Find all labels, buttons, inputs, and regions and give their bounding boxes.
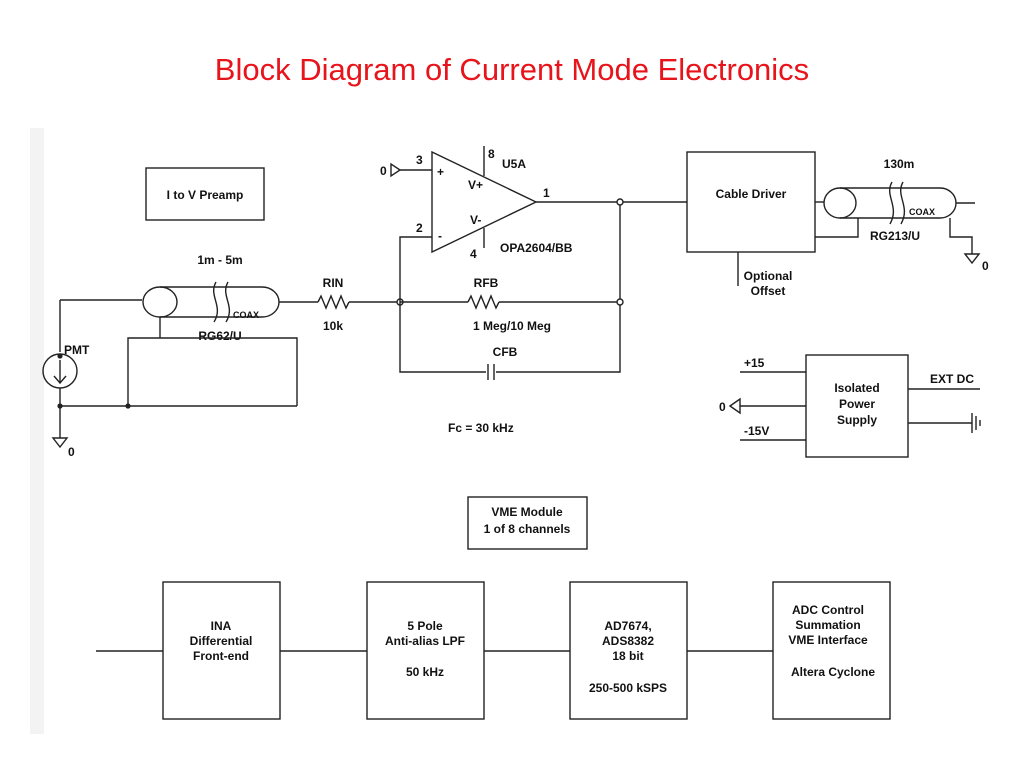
pmt-label: PMT	[64, 343, 90, 357]
coax-in-label: COAX	[233, 310, 259, 320]
power-supply-box	[805, 354, 909, 458]
rin-resistor	[317, 294, 350, 310]
adc-line5: 250-500 kSPS	[589, 681, 667, 695]
coax-in-break-2	[225, 281, 231, 323]
output-node-top	[616, 198, 624, 206]
opamp-pin1: 1	[543, 186, 550, 200]
opamp-pin4: 4	[470, 247, 477, 261]
ground-power-icon	[728, 397, 741, 415]
coax-in-break-1	[213, 281, 219, 323]
anti-alias-lpf-box	[366, 581, 485, 720]
pmt-node-top	[57, 353, 63, 359]
opamp-pin8: 8	[488, 147, 495, 161]
coax-out-break-2	[900, 181, 906, 225]
power-supply-line1: Isolated	[834, 381, 879, 395]
coax-in-right-end	[261, 286, 280, 318]
power-supply-line2: Power	[839, 397, 875, 411]
input-cable-length: 1m - 5m	[197, 253, 242, 267]
preamp-label: I to V Preamp	[167, 188, 244, 202]
vme-module-line1: VME Module	[491, 505, 563, 519]
lpf-line2: Anti-alias LPF	[385, 634, 465, 648]
opamp-minus: -	[438, 229, 442, 243]
opamp-part: OPA2604/BB	[500, 241, 573, 255]
fpga-line3: VME Interface	[788, 633, 868, 647]
page-title: Block Diagram of Current Mode Electronic…	[214, 52, 810, 87]
optional-offset-line2: Offset	[751, 284, 786, 298]
cfb-right-wire	[496, 202, 621, 373]
coax-out-left-end	[823, 187, 857, 219]
ina-frontend-box	[162, 581, 281, 720]
cable-driver-box	[686, 151, 816, 253]
minus15-label: -15V	[744, 424, 769, 438]
ina-line2: Differential	[190, 634, 253, 648]
cfb-left-wire	[399, 302, 486, 373]
preamp-label-box	[145, 167, 265, 221]
power-supply-line3: Supply	[837, 413, 877, 427]
rfb-resistor	[467, 294, 500, 310]
ground-right-label: 0	[982, 259, 989, 273]
opamp-triangle	[431, 150, 538, 254]
coax-out-break-1	[889, 181, 895, 225]
ground-opamp-icon	[390, 162, 402, 178]
ina-line3: Front-end	[193, 649, 249, 663]
fpga-line2: Summation	[795, 618, 860, 632]
opamp-pin2: 2	[416, 221, 423, 235]
lpf-line4: 50 kHz	[406, 665, 444, 679]
shield-return-wire	[127, 337, 298, 406]
cable-driver-label: Cable Driver	[716, 187, 787, 201]
output-cable-length: 130m	[884, 157, 915, 171]
adc-line1: AD7674,	[604, 619, 651, 633]
scan-edge	[30, 128, 44, 734]
vme-module-line2: 1 of 8 channels	[484, 522, 571, 536]
rfb-value: 1 Meg/10 Meg	[473, 319, 551, 333]
ground-left-icon	[51, 437, 69, 449]
coax-in-left-end	[142, 286, 178, 318]
ground-power-label: 0	[719, 400, 726, 414]
vme-module-box	[467, 496, 588, 550]
ground-left-label: 0	[68, 445, 75, 459]
opamp-vplus: V+	[468, 178, 483, 192]
adc-line2: ADS8382	[602, 634, 654, 648]
ground-opamp-label: 0	[380, 164, 387, 178]
shield-node	[125, 403, 131, 409]
opamp-pin3: 3	[416, 153, 423, 167]
output-cable-type: RG213/U	[870, 229, 920, 243]
rin-value: 10k	[323, 319, 343, 333]
ext-dc-label: EXT DC	[930, 372, 974, 386]
pmt-arrow-head	[53, 375, 67, 385]
output-node-fb	[616, 298, 624, 306]
fpga-line1: ADC Control	[792, 603, 864, 617]
cfb-name: CFB	[493, 345, 518, 359]
fpga-box	[772, 581, 891, 720]
optional-offset-line1: Optional	[744, 269, 793, 283]
input-cable-type: RG62/U	[198, 329, 241, 343]
adc-box	[569, 581, 688, 720]
ina-line1: INA	[211, 619, 232, 633]
opamp-vminus: V-	[470, 213, 481, 227]
plus15-label: +15	[744, 356, 765, 370]
ground-right-icon	[963, 253, 981, 265]
fpga-line5: Altera Cyclone	[791, 665, 875, 679]
lpf-line1: 5 Pole	[407, 619, 443, 633]
opamp-ref: U5A	[502, 157, 526, 171]
rin-name: RIN	[323, 276, 344, 290]
adc-line3: 18 bit	[612, 649, 643, 663]
coax-out-return-wire	[815, 218, 859, 238]
coax-out-right-end	[939, 187, 957, 219]
inverting-input-wire	[399, 236, 432, 302]
fc-label: Fc = 30 kHz	[448, 421, 514, 435]
opamp-plus: +	[437, 165, 444, 179]
rfb-name: RFB	[474, 276, 499, 290]
coax-out-label: COAX	[909, 207, 935, 217]
coax-out-ground-wire	[949, 218, 973, 254]
